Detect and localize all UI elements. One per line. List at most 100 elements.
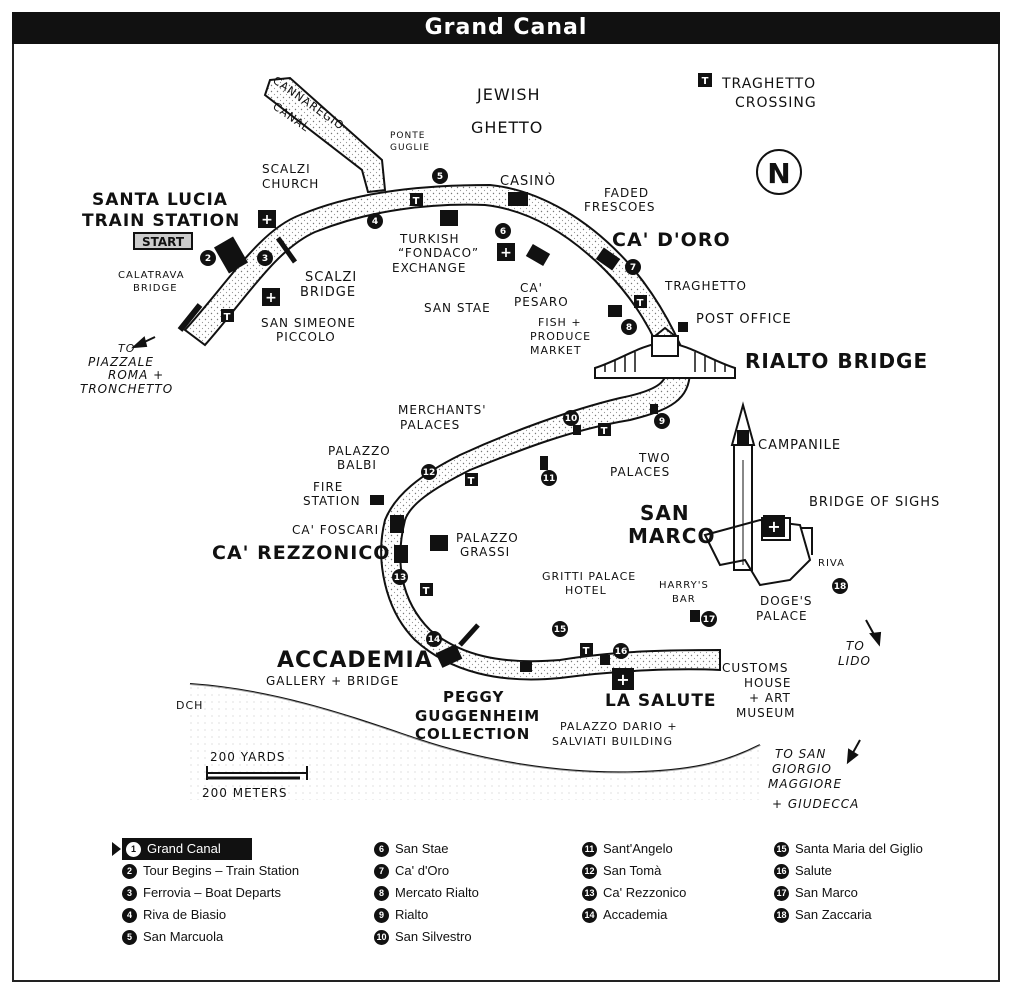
label-ghetto: GHETTO: [471, 118, 543, 137]
svg-text:+: +: [767, 517, 780, 536]
bridges: [177, 236, 480, 647]
label-san-stae: SAN STAE: [424, 301, 491, 315]
label-traghetto-legend-2: CROSSING: [735, 95, 817, 111]
label-traghetto: TRAGHETTO: [664, 279, 747, 293]
svg-text:3: 3: [262, 254, 268, 264]
label-la-salute: LA SALUTE: [605, 691, 717, 711]
svg-text:5: 5: [437, 172, 443, 182]
svg-text:T: T: [702, 76, 709, 87]
campanile-tower: [730, 401, 756, 571]
label-ca-rezzonico: CA' REZZONICO: [212, 542, 390, 564]
label-traghetto-legend-1: TRAGHETTO: [721, 76, 816, 92]
label-merchants-1: MERCHANTS': [398, 403, 487, 417]
label-bridge-of-sighs: BRIDGE OF SIGHS: [809, 495, 940, 510]
selected-arrow-icon: [112, 842, 121, 856]
label-customs-3: + ART: [749, 691, 791, 705]
label-scale-yards: 200 YARDS: [210, 750, 286, 764]
label-to-san-giorgio-1: TO SAN: [775, 747, 826, 761]
label-customs-4: MUSEUM: [736, 706, 795, 720]
start-badge: START: [133, 232, 193, 250]
building-blocks: [213, 192, 700, 672]
church-markers: + + + + +: [258, 210, 785, 690]
svg-text:+: +: [616, 670, 629, 689]
svg-text:6: 6: [500, 227, 506, 237]
svg-text:N: N: [767, 157, 790, 190]
label-scalzi-bridge-2: BRIDGE: [300, 285, 356, 300]
label-post-office: POST OFFICE: [696, 312, 792, 327]
label-scalzi-church-1: SCALZI: [262, 162, 311, 176]
label-to-san-giorgio-2: GIORGIO: [772, 762, 832, 776]
label-dch: DCH: [176, 699, 203, 712]
svg-text:10: 10: [565, 414, 578, 424]
label-fire-1: FIRE: [313, 480, 343, 494]
svg-text:16: 16: [615, 647, 628, 657]
svg-text:T: T: [423, 586, 430, 597]
label-turkish-2: “FONDACO”: [398, 246, 479, 260]
label-palazzo-balbi-2: BALBI: [337, 458, 377, 472]
label-harrys-2: BAR: [672, 594, 696, 605]
label-fire-2: STATION: [303, 494, 361, 508]
label-doges-1: DOGE'S: [760, 594, 812, 608]
label-san-marco-2: MARCO: [628, 524, 715, 548]
label-san-marco-1: SAN: [640, 501, 690, 525]
label-faded-1: FADED: [604, 186, 649, 200]
label-peggy-2: GUGGENHEIM: [415, 707, 540, 725]
svg-text:4: 4: [372, 217, 378, 227]
label-to-piazzale-1: TO: [118, 342, 135, 355]
svg-text:17: 17: [703, 615, 716, 625]
label-calatrava-1: CALATRAVA: [118, 270, 185, 281]
scale-bar: [206, 766, 308, 780]
label-faded-2: FRESCOES: [584, 200, 655, 214]
svg-text:+: +: [500, 245, 512, 261]
traghetto-markers: T T T T T T T T: [221, 73, 712, 657]
label-rialto-bridge: RIALTO BRIDGE: [745, 349, 928, 373]
label-dario-2: SALVIATI BUILDING: [552, 735, 673, 748]
label-customs-2: HOUSE: [744, 676, 791, 690]
svg-text:13: 13: [394, 573, 407, 583]
label-customs-1: CUSTOMS: [722, 661, 789, 675]
label-to-lido-2: LIDO: [838, 654, 871, 668]
svg-text:START: START: [142, 235, 185, 249]
label-turkish-3: EXCHANGE: [392, 261, 466, 275]
svg-text:2: 2: [205, 254, 211, 264]
label-to-piazzale-2: PIAZZALE: [88, 355, 154, 369]
label-palazzo-balbi-1: PALAZZO: [328, 444, 391, 458]
label-turkish-1: TURKISH: [399, 232, 460, 246]
label-dario-1: PALAZZO DARIO +: [560, 720, 678, 733]
svg-text:7: 7: [630, 263, 636, 273]
svg-text:15: 15: [554, 625, 567, 635]
label-accademia: ACCADEMIA: [277, 648, 433, 673]
label-san-simeone-1: SAN SIMEONE: [261, 316, 356, 330]
label-two-palaces-1: TWO: [638, 451, 671, 465]
label-doges-2: PALACE: [756, 609, 808, 623]
svg-text:14: 14: [428, 635, 441, 645]
label-ca-pesaro-1: CA': [520, 281, 543, 295]
label-jewish: JEWISH: [476, 85, 541, 104]
svg-text:18: 18: [834, 582, 847, 592]
svg-text:T: T: [601, 426, 608, 437]
label-campanile: CAMPANILE: [758, 438, 841, 453]
label-san-simeone-2: PICCOLO: [276, 330, 336, 344]
svg-text:T: T: [224, 312, 231, 323]
label-to-piazzale-3: ROMA +: [108, 368, 164, 382]
label-ca-doro: CA' D'ORO: [612, 229, 731, 251]
